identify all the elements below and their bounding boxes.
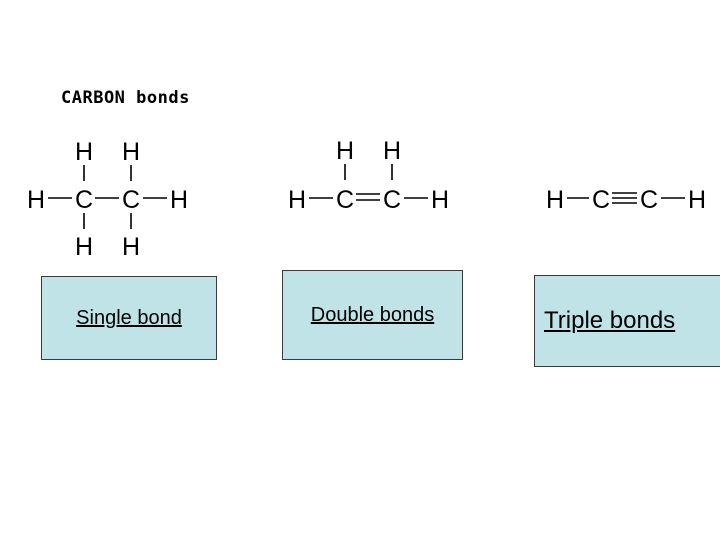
triple-bond-lines bbox=[567, 192, 685, 204]
atom-h-bottom-left: H bbox=[75, 233, 93, 261]
triple-bond-label: Triple bonds bbox=[544, 307, 676, 334]
atom-h-top-right: H bbox=[122, 138, 140, 166]
slide-title: CARBON bonds bbox=[61, 88, 190, 108]
ethane-structure: H H H C C H H H bbox=[27, 138, 188, 261]
atom-h-right: H bbox=[170, 186, 188, 214]
atom-c-right: C bbox=[383, 186, 401, 214]
double-bond-label-box: Double bonds bbox=[282, 270, 463, 360]
atom-h-right: H bbox=[431, 186, 449, 214]
atom-h-left: H bbox=[27, 186, 45, 214]
atom-c-right: C bbox=[122, 186, 140, 214]
atom-c-left: C bbox=[75, 186, 93, 214]
atom-c-left: C bbox=[592, 186, 610, 214]
atom-h-top-right: H bbox=[383, 137, 401, 165]
atom-c-right: C bbox=[640, 186, 658, 214]
single-bond-label: Single bond bbox=[76, 306, 182, 329]
single-bond-lines bbox=[48, 165, 167, 229]
atom-c-left: C bbox=[336, 186, 354, 214]
triple-bond-label-box: Triple bonds bbox=[534, 275, 720, 367]
ethene-structure: H H H C C H bbox=[288, 137, 449, 214]
double-bond-lines bbox=[309, 164, 428, 201]
atom-h-bottom-right: H bbox=[122, 233, 140, 261]
ethyne-structure: H C C H bbox=[546, 186, 706, 214]
single-bond-label-box: Single bond bbox=[41, 276, 217, 360]
atom-h-left: H bbox=[546, 186, 564, 214]
atom-h-top-left: H bbox=[75, 138, 93, 166]
atom-h-left: H bbox=[288, 186, 306, 214]
double-bond-label: Double bonds bbox=[310, 303, 435, 326]
atom-h-right: H bbox=[688, 186, 706, 214]
atom-h-top-left: H bbox=[336, 137, 354, 165]
